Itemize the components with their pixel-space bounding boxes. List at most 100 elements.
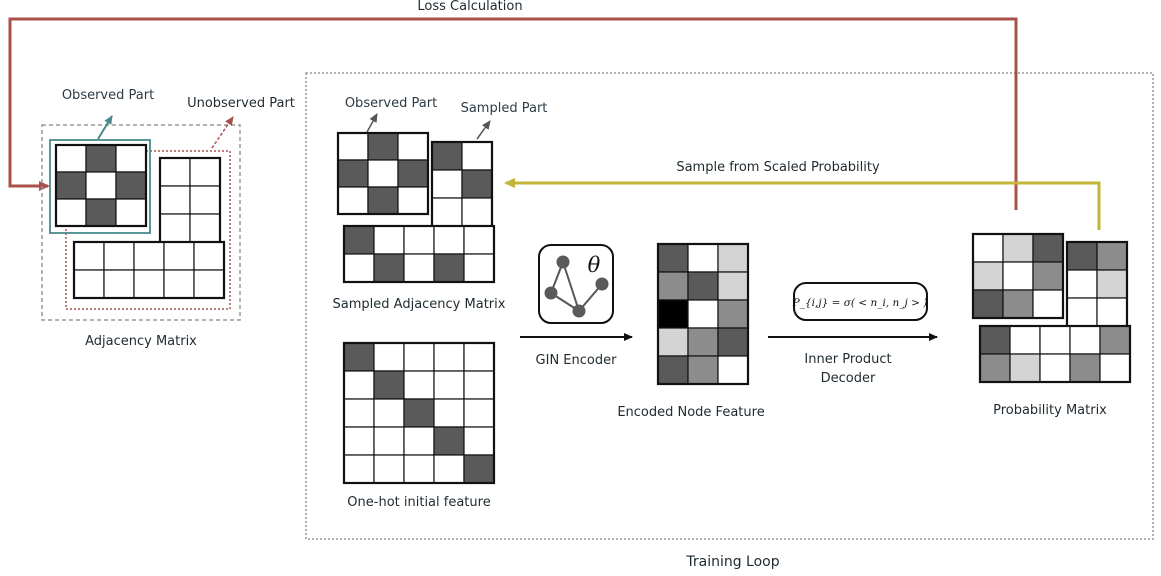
one_hot-cell [433, 370, 465, 400]
inner-observed-arrow [366, 113, 378, 133]
sampled_observed-cell [337, 132, 369, 161]
sampled-part-label: Sampled Part [461, 101, 548, 116]
adjacency_observed-cell [115, 198, 147, 227]
one_hot-cell [343, 370, 375, 400]
sampled-part-arrow [476, 120, 491, 140]
sampled_bottom-cell [373, 253, 405, 283]
adjacency_observed-cell [85, 171, 117, 200]
adjacency_side-cell [159, 185, 191, 215]
one_hot-cell [463, 398, 495, 428]
prob_observed-cell [1032, 289, 1064, 319]
adjacency_observed-cell [85, 198, 117, 227]
encoded-cell [657, 243, 689, 273]
one_hot-cell [403, 342, 435, 372]
sampled_observed-frame [336, 131, 430, 216]
prob_observed-cell [1002, 289, 1034, 319]
inner-product-label: Inner Product [804, 352, 891, 367]
probability-observed-matrix [971, 232, 1065, 320]
training-loop-box [305, 72, 1154, 540]
prob_observed-frame [971, 232, 1065, 320]
adjacency_observed-cell [115, 144, 147, 173]
observed-part-label-inner: Observed Part [345, 96, 437, 111]
adjacency_side-cell [159, 213, 191, 243]
sampled_side-cell [461, 141, 493, 171]
sample-arrow [504, 178, 1101, 230]
sampled_observed-cell [337, 186, 369, 215]
adjacency-matrix-group: Observed Part Unobserved Part Adjacency … [41, 88, 295, 349]
decoder-group: P_{i,j} = σ( < n_i, n_j > ) Inner Produc… [768, 282, 938, 386]
prob_bottom-cell [1039, 325, 1071, 355]
prob_observed-cell [1032, 261, 1064, 291]
one_hot-cell [373, 426, 405, 456]
prob_side-cell [1096, 269, 1128, 299]
sampled-observed-matrix [336, 131, 430, 216]
sampled_bottom-cell [343, 225, 375, 255]
one-hot-group: One-hot initial feature [342, 341, 496, 510]
encoded-feature-group: Encoded Node Feature [617, 242, 765, 420]
prob_observed-cell [972, 233, 1004, 263]
prob_side-cell [1066, 269, 1098, 299]
unobserved-part-arrow [211, 116, 234, 149]
encoded-cell [657, 327, 689, 357]
prob_side-cell [1066, 241, 1098, 271]
sampled-bottom-matrix [342, 224, 496, 284]
adjacency-bottom-matrix [72, 240, 226, 300]
encoded-cell [717, 271, 749, 301]
sampled_side-cell [461, 169, 493, 199]
decoder-label: Decoder [821, 371, 876, 386]
prob_bottom-cell [1099, 325, 1131, 355]
one_hot-cell [463, 370, 495, 400]
sampled_bottom-cell [463, 225, 495, 255]
adjacency_side-cell [189, 213, 221, 243]
encoded-node-feature-label: Encoded Node Feature [617, 405, 764, 420]
gin-encoder-label: GIN Encoder [536, 353, 618, 368]
sampled_observed-cell [397, 186, 429, 215]
graph-icon [544, 255, 609, 318]
sampled_bottom-cell [403, 225, 435, 255]
prob_bottom-cell [1069, 325, 1101, 355]
sampled_side-cell [431, 197, 463, 227]
encoded-cell [687, 243, 719, 273]
adjacency_side-cell [159, 157, 191, 187]
one_hot-cell [433, 454, 465, 484]
formula-text: P_{i,j} = σ( < n_i, n_j > ) [792, 297, 928, 309]
theta-symbol: θ [588, 253, 601, 277]
prob_bottom-cell [1009, 353, 1041, 383]
prob_observed-cell [1002, 261, 1034, 291]
adjacency_observed-cell [55, 171, 87, 200]
adjacency_side-cell [189, 185, 221, 215]
encoded-cell [717, 327, 749, 357]
sampled-adjacency-matrix-label: Sampled Adjacency Matrix [333, 297, 506, 312]
one_hot-cell [403, 370, 435, 400]
one_hot-cell [403, 454, 435, 484]
one_hot-cell [343, 398, 375, 428]
adjacency_observed-cell [85, 144, 117, 173]
unobserved-part-label: Unobserved Part [187, 96, 295, 111]
adjacency_observed-cell [55, 198, 87, 227]
sampled-adjacency-group: Observed Part Sampled Part Sampled Adjac… [333, 96, 548, 312]
one_hot-cell [403, 426, 435, 456]
prob_side-cell [1066, 297, 1098, 327]
probability-matrix-label: Probability Matrix [993, 403, 1107, 418]
unobserved-part-box [65, 150, 231, 310]
prob_bottom-cell [1099, 353, 1131, 383]
adjacency_side-cell [189, 157, 221, 187]
prob_bottom-cell [1069, 353, 1101, 383]
adjacency_bottom-cell [103, 269, 135, 299]
encoded-cell [717, 299, 749, 329]
prob_bottom-cell [979, 353, 1011, 383]
sampled_bottom-cell [433, 253, 465, 283]
adjacency-observed-matrix [54, 143, 148, 228]
one_hot-cell [433, 398, 465, 428]
observed-part-box [49, 139, 151, 234]
encoded-cell [657, 355, 689, 385]
one_hot-cell [463, 454, 495, 484]
one_hot-cell [403, 398, 435, 428]
sampled_bottom-cell [373, 225, 405, 255]
sampled_bottom-cell [403, 253, 435, 283]
adjacency-outer-dashed [41, 124, 241, 321]
observed-part-label-left: Observed Part [62, 88, 154, 103]
adjacency_bottom-cell [133, 241, 165, 271]
sampled_side-cell [431, 141, 463, 171]
sampled_observed-cell [367, 186, 399, 215]
